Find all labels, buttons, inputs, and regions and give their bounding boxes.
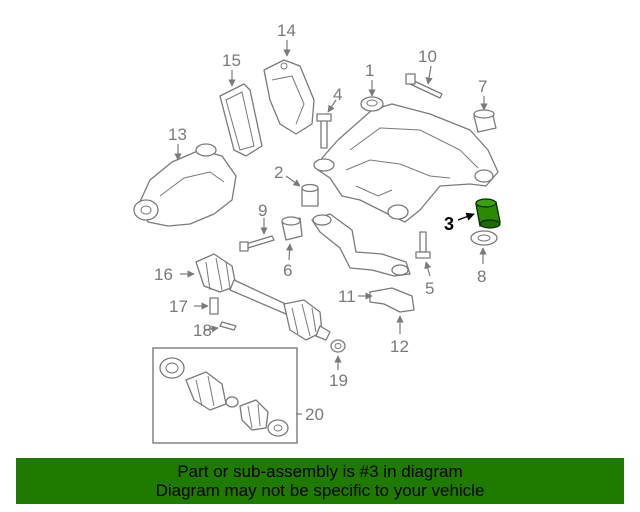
part-3-mount-highlighted [475, 198, 501, 229]
callout-2[interactable]: 2 [274, 163, 283, 182]
part-18-bolt [219, 321, 237, 331]
callout-13[interactable]: 13 [168, 125, 187, 144]
leader-lines [174, 40, 488, 415]
callout-16[interactable]: 16 [154, 265, 173, 284]
part-1-subframe [313, 96, 499, 223]
part-17-clip [209, 297, 219, 315]
callout-10[interactable]: 10 [418, 47, 437, 66]
parts-diagram: 1 2 3 4 5 6 7 8 9 10 11 12 13 14 15 16 1… [133, 21, 501, 444]
part-6-bushing [281, 216, 303, 241]
callout-1[interactable]: 1 [365, 61, 374, 80]
banner-line-1: Part or sub-assembly is #3 in diagram [177, 462, 463, 481]
part-16-axle-shaft [195, 253, 331, 341]
callout-4[interactable]: 4 [333, 85, 342, 104]
callout-18[interactable]: 18 [193, 321, 212, 340]
part-20-boot-kit [152, 347, 298, 444]
callout-11[interactable]: 11 [338, 287, 356, 306]
part-19-nut [330, 339, 346, 353]
part-8-washer [470, 230, 498, 246]
part-2-bushing [301, 183, 319, 207]
callout-7[interactable]: 7 [478, 77, 487, 96]
part-13-differential [133, 143, 237, 227]
callout-6[interactable]: 6 [283, 261, 292, 280]
callout-20[interactable]: 20 [305, 405, 324, 424]
info-banner: Part or sub-assembly is #3 in diagram Di… [16, 458, 624, 504]
callout-17[interactable]: 17 [169, 297, 188, 316]
callout-labels: 1 2 3 4 5 6 7 8 9 10 11 12 13 14 15 16 1… [154, 21, 487, 424]
part-7-bushing [473, 109, 497, 133]
callout-12[interactable]: 12 [390, 337, 409, 356]
part-10-bolt [405, 73, 443, 99]
part-4-bolt [316, 113, 332, 149]
part-5-bolt [415, 231, 431, 259]
callout-3[interactable]: 3 [444, 214, 454, 234]
part-9-bolt [239, 235, 275, 252]
callout-14[interactable]: 14 [277, 21, 296, 40]
callout-15[interactable]: 15 [222, 51, 241, 70]
part-14-cover [263, 59, 315, 135]
callout-19[interactable]: 19 [329, 371, 348, 390]
callout-5[interactable]: 5 [425, 279, 434, 298]
part-11-arm [311, 213, 411, 277]
part-15-gasket [219, 83, 263, 157]
callout-9[interactable]: 9 [258, 201, 267, 220]
banner-line-2: Diagram may not be specific to your vehi… [155, 481, 485, 500]
part-12-bracket [369, 287, 415, 313]
callout-8[interactable]: 8 [477, 267, 486, 286]
